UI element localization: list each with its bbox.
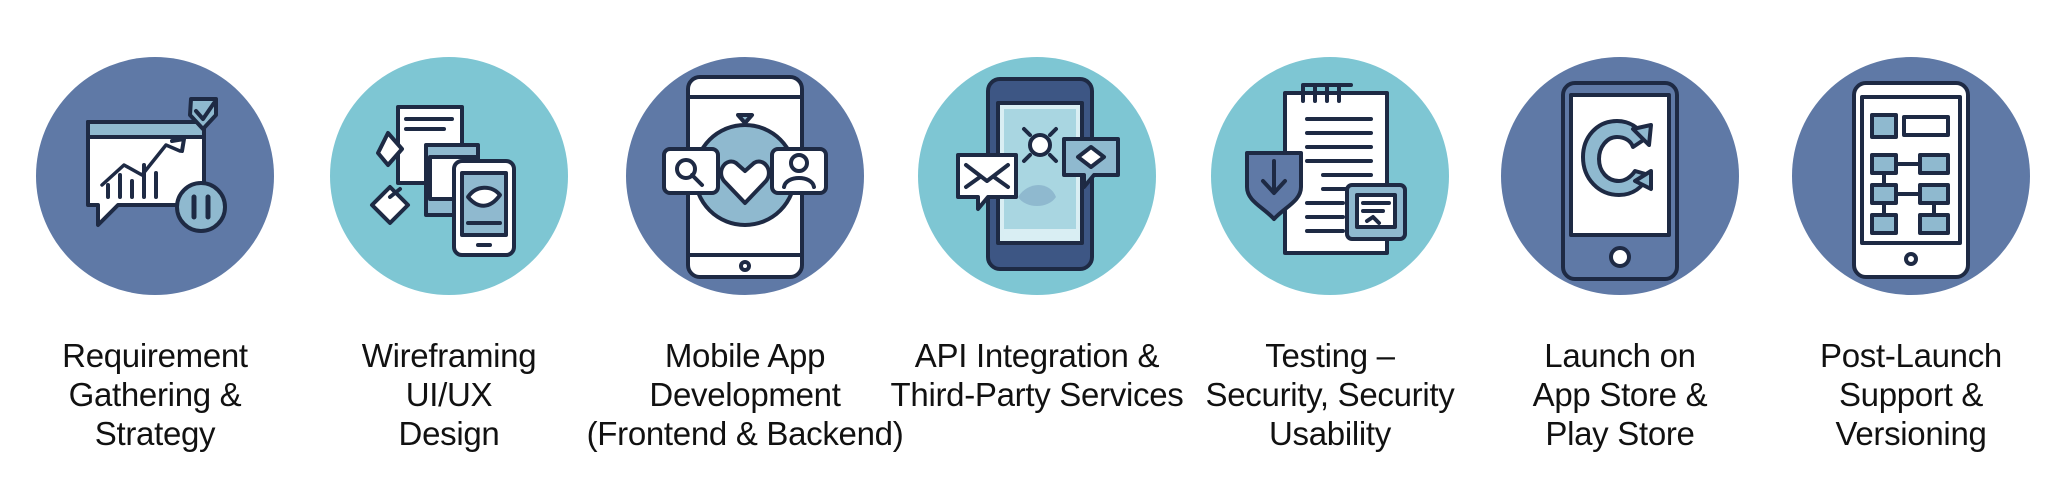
step-badge [1211,57,1449,295]
step-label-line: Usability [1268,415,1391,452]
step-label-line: Play Store [1545,415,1695,452]
step-label: Testing – Security, Security Usability [1160,336,1500,453]
step-badge [1792,57,2030,295]
step-label-line: Third-Party Services [890,376,1184,413]
step-badge [1501,57,1739,295]
api-integration-icon [956,77,1120,271]
step-label-line: Security, Security [1205,376,1455,413]
requirement-analytics-icon [86,97,227,233]
step-label-line: Post-Launch [1820,337,2002,374]
step-label-line: Design [398,415,500,452]
step-wireframing: Wireframing UI/UX Design [303,0,595,504]
step-label-line: Launch on [1544,337,1696,374]
step-label-line: API Integration & [914,337,1160,374]
launch-refresh-icon [1561,81,1679,281]
step-badge [36,57,274,295]
step-label-line: Versioning [1835,415,1987,452]
step-label: Wireframing UI/UX Design [279,336,619,453]
step-badge [626,57,864,295]
step-label-line: Requirement [62,337,248,374]
mobile-development-icon [662,75,828,279]
step-label-line: Wireframing [361,337,537,374]
step-label-line: Development [649,376,841,413]
step-badge [918,57,1156,295]
step-label: Post-Launch Support & Versioning [1741,336,2048,453]
step-api-integration: API Integration & Third-Party Services [891,0,1184,504]
step-label-line: (Frontend & Backend) [586,415,904,452]
wireframe-design-icon [370,105,516,257]
step-label-line: Testing – [1265,337,1395,374]
step-badge [330,57,568,295]
step-requirement: Requirement Gathering & Strategy [9,0,301,504]
step-mobile-development: Mobile App Development (Frontend & Backe… [587,0,904,504]
versioning-support-icon [1852,81,1970,279]
step-label-line: Mobile App [664,337,826,374]
step-label: Mobile App Development (Frontend & Backe… [575,336,915,453]
step-label: Requirement Gathering & Strategy [0,336,325,453]
testing-checklist-icon [1245,83,1407,255]
step-label-line: Gathering & [68,376,242,413]
step-label: Launch on App Store & Play Store [1450,336,1790,453]
step-label-line: App Store & [1532,376,1708,413]
step-label-line: Support & [1838,376,1984,413]
step-testing: Testing – Security, Security Usability [1184,0,1476,504]
step-label-line: Strategy [94,415,216,452]
step-launch: Launch on App Store & Play Store [1474,0,1766,504]
step-label: API Integration & Third-Party Services [867,336,1207,414]
step-post-launch: Post-Launch Support & Versioning [1765,0,2048,504]
step-label-line: UI/UX [405,376,493,413]
